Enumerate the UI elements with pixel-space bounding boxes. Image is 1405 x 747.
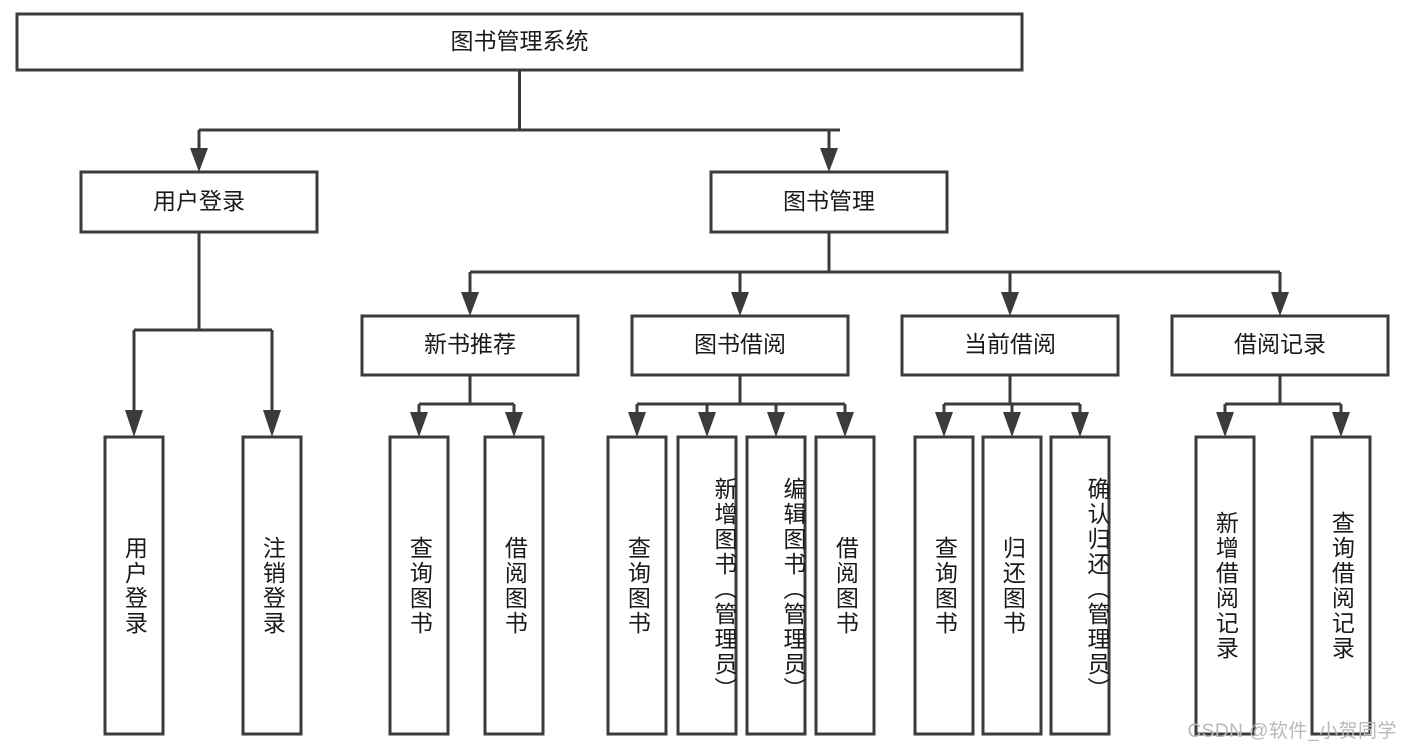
node-leaf-add-record-box[interactable] [1194, 435, 1256, 736]
node-book-borrow-box[interactable] [630, 314, 850, 377]
node-leaf-edit-book-box[interactable] [745, 435, 807, 736]
arrow-head-book-borrow [731, 292, 749, 316]
connector-group-current-borrow-to-leaves [935, 375, 1089, 437]
node-borrow-record-box[interactable] [1170, 314, 1390, 377]
connector-group-book-borrow-to-leaves [628, 375, 854, 437]
connector-group-root-to-level2 [190, 70, 840, 172]
connector-group-book-manage-to-level3 [461, 232, 1289, 316]
node-new-book-recommend[interactable]: 新书推荐 [360, 314, 580, 377]
arrow-head-leaf-edit-book [767, 412, 785, 437]
node-new-book-recommend-box[interactable] [360, 314, 580, 377]
node-book-borrow-label: 图书借阅 [694, 331, 786, 357]
arrow-head-leaf-query-record [1332, 412, 1350, 437]
arrow-head-leaf-confirm-return [1071, 412, 1089, 437]
node-current-borrow-label: 当前借阅 [964, 331, 1056, 357]
node-current-borrow[interactable]: 当前借阅 [900, 314, 1120, 377]
connector-group-user-login-to-leaves [125, 232, 281, 437]
node-leaf-query-record-box[interactable] [1310, 435, 1372, 736]
node-borrow-record-label: 借阅记录 [1234, 331, 1326, 357]
arrow-head-leaf-borrow-book [836, 412, 854, 437]
node-leaf-query-book-borrow-box[interactable] [606, 435, 668, 736]
node-book-manage-label: 图书管理 [783, 188, 875, 214]
node-leaf-borrow-book-box[interactable] [814, 435, 876, 736]
node-root-label: 图书管理系统 [451, 28, 589, 54]
node-root[interactable]: 图书管理系统 [15, 12, 1024, 72]
node-leaf-return-book-box[interactable] [981, 435, 1043, 736]
arrow-head-leaf-query-book-rec [410, 412, 428, 437]
arrow-head-leaf-user-login [125, 410, 143, 437]
connector-group-new-book-to-leaves [410, 375, 523, 437]
node-user-login-box[interactable] [79, 170, 319, 234]
arrow-head-user-login [190, 148, 208, 172]
arrow-head-leaf-borrow-book-rec [505, 412, 523, 437]
node-leaf-logout-box[interactable] [241, 435, 303, 736]
arrow-head-leaf-return-book [1003, 412, 1021, 437]
arrow-head-book-manage [820, 148, 838, 172]
node-leaf-confirm-return-box[interactable] [1049, 435, 1111, 736]
node-leaf-borrow-book-rec-box[interactable] [483, 435, 545, 736]
node-book-manage[interactable]: 图书管理 [709, 170, 949, 234]
arrow-head-leaf-query-book-current [935, 412, 953, 437]
csdn-watermark: CSDN @软件_小贺同学 [1187, 721, 1397, 742]
arrow-head-leaf-query-book-borrow [628, 412, 646, 437]
arrow-head-leaf-logout [263, 410, 281, 437]
node-book-manage-box[interactable] [709, 170, 949, 234]
node-leaf-query-book-rec-box[interactable] [388, 435, 450, 736]
leaf-boxes-group [103, 435, 1372, 736]
connector-group-borrow-record-to-leaves [1216, 375, 1350, 437]
node-user-login[interactable]: 用户登录 [79, 170, 319, 234]
arrow-head-leaf-add-record [1216, 412, 1234, 437]
node-root-box[interactable] [15, 12, 1024, 72]
node-leaf-user-login-box[interactable] [103, 435, 165, 736]
node-book-borrow[interactable]: 图书借阅 [630, 314, 850, 377]
node-leaf-query-book-current-box[interactable] [913, 435, 975, 736]
node-current-borrow-box[interactable] [900, 314, 1120, 377]
arrow-head-leaf-add-book [698, 412, 716, 437]
arrow-head-borrow-record [1271, 292, 1289, 316]
node-borrow-record[interactable]: 借阅记录 [1170, 314, 1390, 377]
node-new-book-recommend-label: 新书推荐 [424, 331, 516, 357]
arrow-head-current-borrow [1001, 292, 1019, 316]
node-leaf-add-book-box[interactable] [676, 435, 738, 736]
node-user-login-label: 用户登录 [153, 188, 245, 214]
arrow-head-new-book-recommend [461, 292, 479, 316]
